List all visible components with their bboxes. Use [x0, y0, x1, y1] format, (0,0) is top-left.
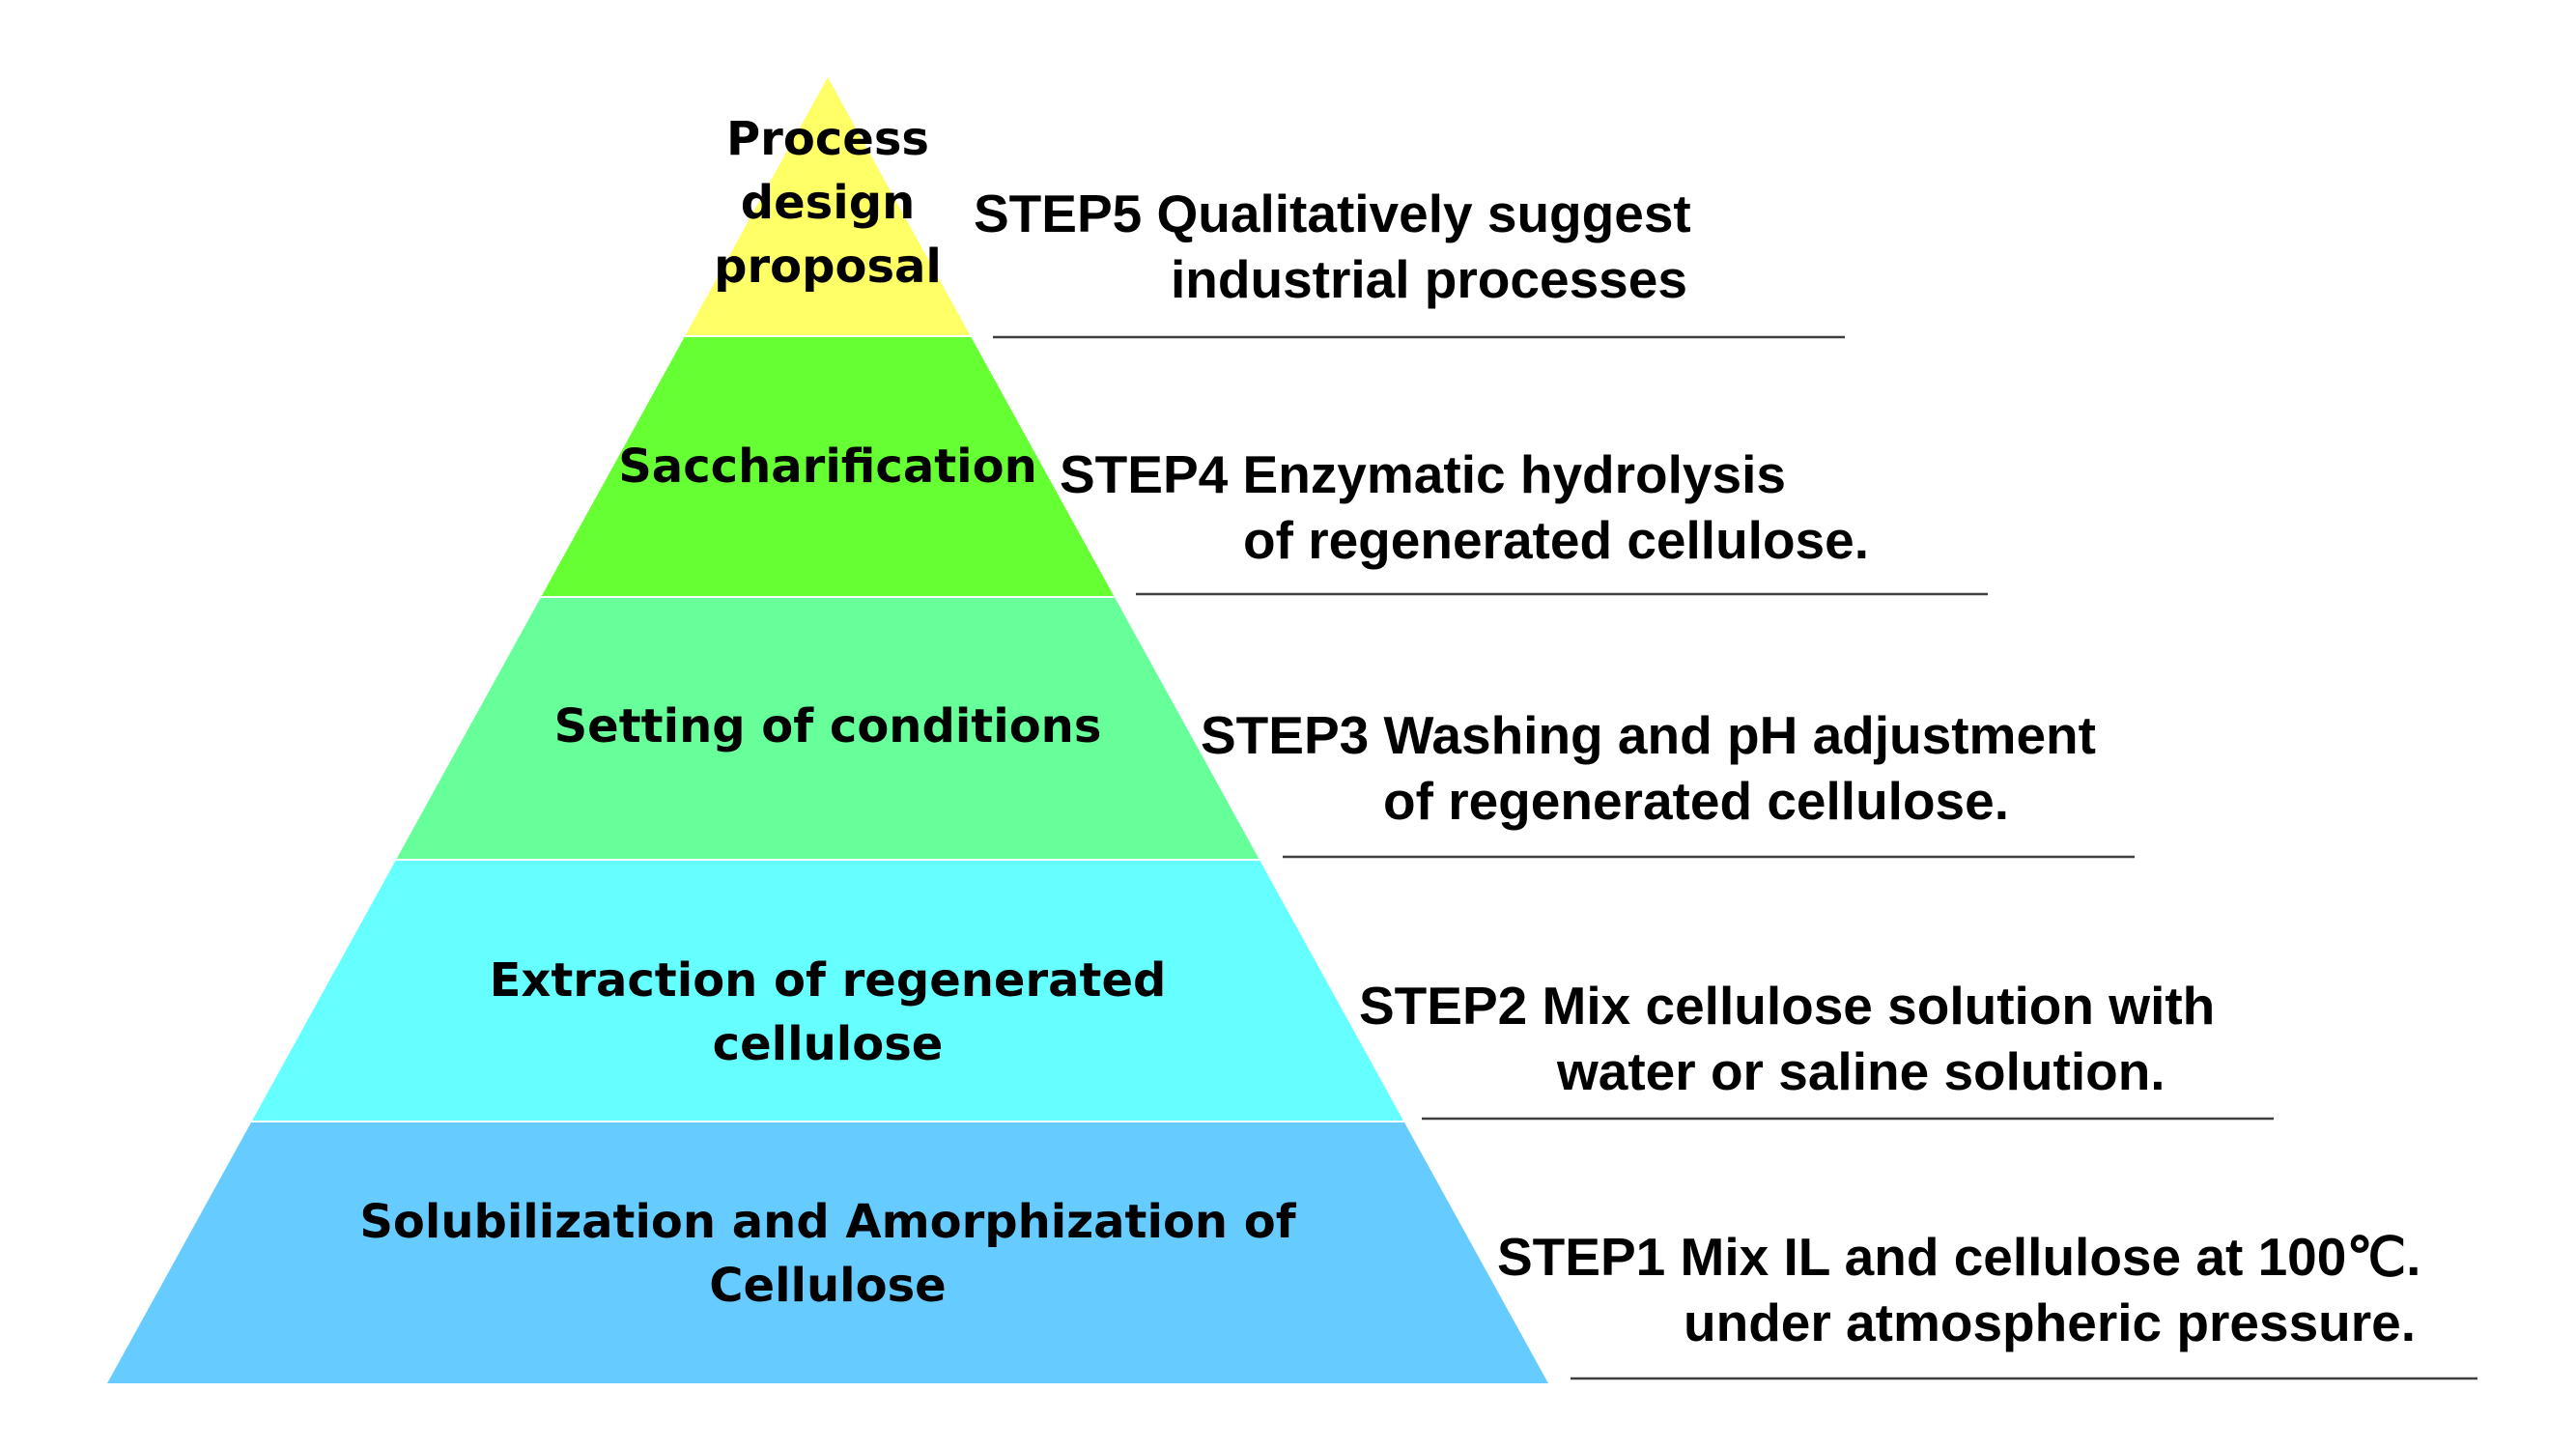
pyramid-tier-step1 — [107, 1122, 1548, 1383]
tier-label-step5-line-3: proposal — [714, 240, 942, 294]
step-text-step3-line-2: of regenerated cellulose. — [1383, 771, 2009, 831]
step-text-step5-line-2: industrial processes — [1171, 249, 1687, 309]
step-text-step4-line-2: of regenerated cellulose. — [1243, 510, 1869, 570]
pyramid-tier-step3 — [396, 597, 1260, 860]
pyramid-tiers — [107, 77, 1548, 1383]
step-text-step3-line-1: STEP3 Washing and pH adjustment — [1201, 705, 2096, 765]
tier-label-step4-line-1: Saccharification — [618, 440, 1037, 494]
tier-label-step5-line-1: Process — [726, 112, 929, 166]
step-text-step2-line-2: water or saline solution. — [1556, 1041, 2166, 1101]
step-text-step2-line-1: STEP2 Mix cellulose solution with — [1359, 976, 2215, 1036]
step-text-step1-line-2: under atmospheric pressure. — [1684, 1293, 2416, 1352]
step-text-step5-line-1: STEP5 Qualitatively suggest — [974, 184, 1691, 243]
tier-label-step2-line-2: cellulose — [713, 1017, 944, 1071]
step-text-step4-line-1: STEP4 Enzymatic hydrolysis — [1060, 444, 1786, 504]
step-dividers — [993, 335, 2477, 1380]
step-text-step1-line-1: STEP1 Mix IL and cellulose at 100℃. — [1497, 1227, 2420, 1287]
tier-labels: Process design proposalSaccharificationSet… — [359, 112, 1296, 1313]
tier-label-step2-line-1: Extraction of regenerated — [490, 953, 1167, 1008]
pyramid-tier-step4 — [541, 336, 1115, 597]
pyramid-tier-step2 — [251, 860, 1404, 1122]
step-descriptions: STEP5 Qualitatively suggest industrial pr… — [974, 184, 2420, 1352]
tier-label-step1-line-1: Solubilization and Amorphization of — [359, 1195, 1296, 1249]
tier-label-step1-line-2: Cellulose — [709, 1259, 946, 1313]
tier-label-step3-line-1: Setting of conditions — [554, 699, 1102, 753]
tier-label-step5-line-2: design — [741, 176, 915, 230]
pyramid-tier-step5 — [685, 77, 971, 336]
